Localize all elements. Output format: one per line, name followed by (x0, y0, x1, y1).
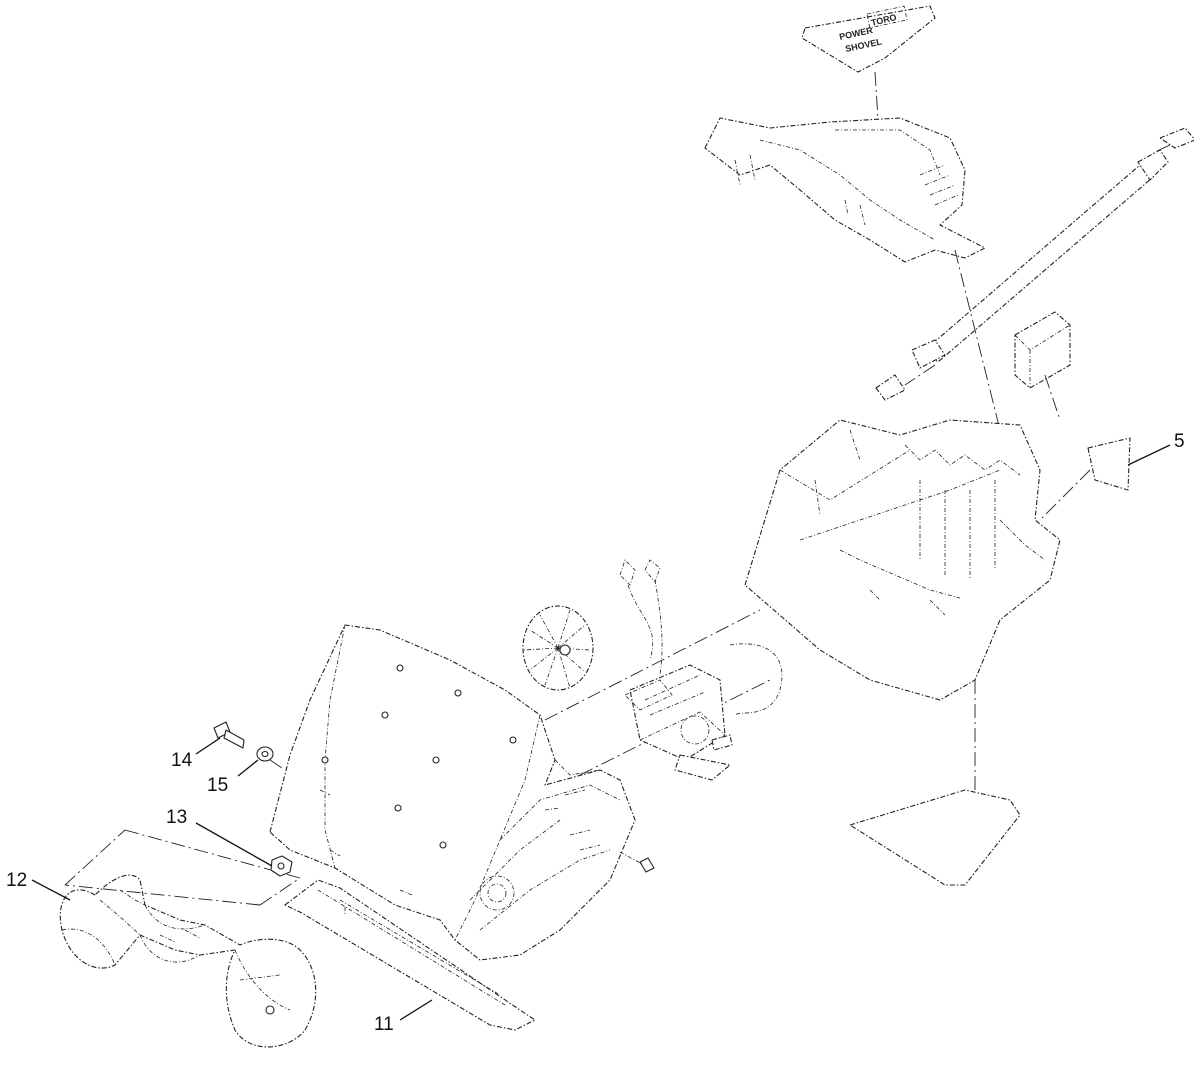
leader-12 (31, 879, 71, 901)
auger-housing (269, 624, 636, 961)
leader-13 (195, 822, 273, 867)
callout-5: 5 (1174, 431, 1185, 452)
leader-14 (195, 737, 221, 755)
handle-tube (875, 127, 1194, 401)
scraper-bar (284, 879, 536, 1031)
leader-11 (399, 999, 433, 1021)
callout-15: 15 (207, 775, 228, 796)
cooling-fan (522, 605, 594, 691)
callout-12: 12 (6, 870, 27, 891)
bolt-part-14 (213, 721, 245, 749)
callout-13: 13 (166, 807, 187, 828)
screw (619, 851, 655, 873)
callout-14: 14 (171, 750, 193, 771)
callout-11: 11 (374, 1014, 394, 1035)
auger-paddle-assembly (59, 874, 317, 1048)
decal-part-5 (1087, 437, 1131, 491)
motor-assembly (619, 559, 783, 781)
top-decal: TORO POWER SHOVEL (801, 5, 936, 73)
leader-5 (1127, 444, 1171, 466)
bottom-decal (849, 789, 1021, 886)
washer-part-15 (256, 746, 274, 762)
handle-cover (704, 117, 986, 263)
leader-15 (237, 759, 259, 777)
switch-box (1014, 311, 1071, 389)
nut-part-13 (270, 855, 293, 877)
rear-housing (744, 419, 1061, 701)
